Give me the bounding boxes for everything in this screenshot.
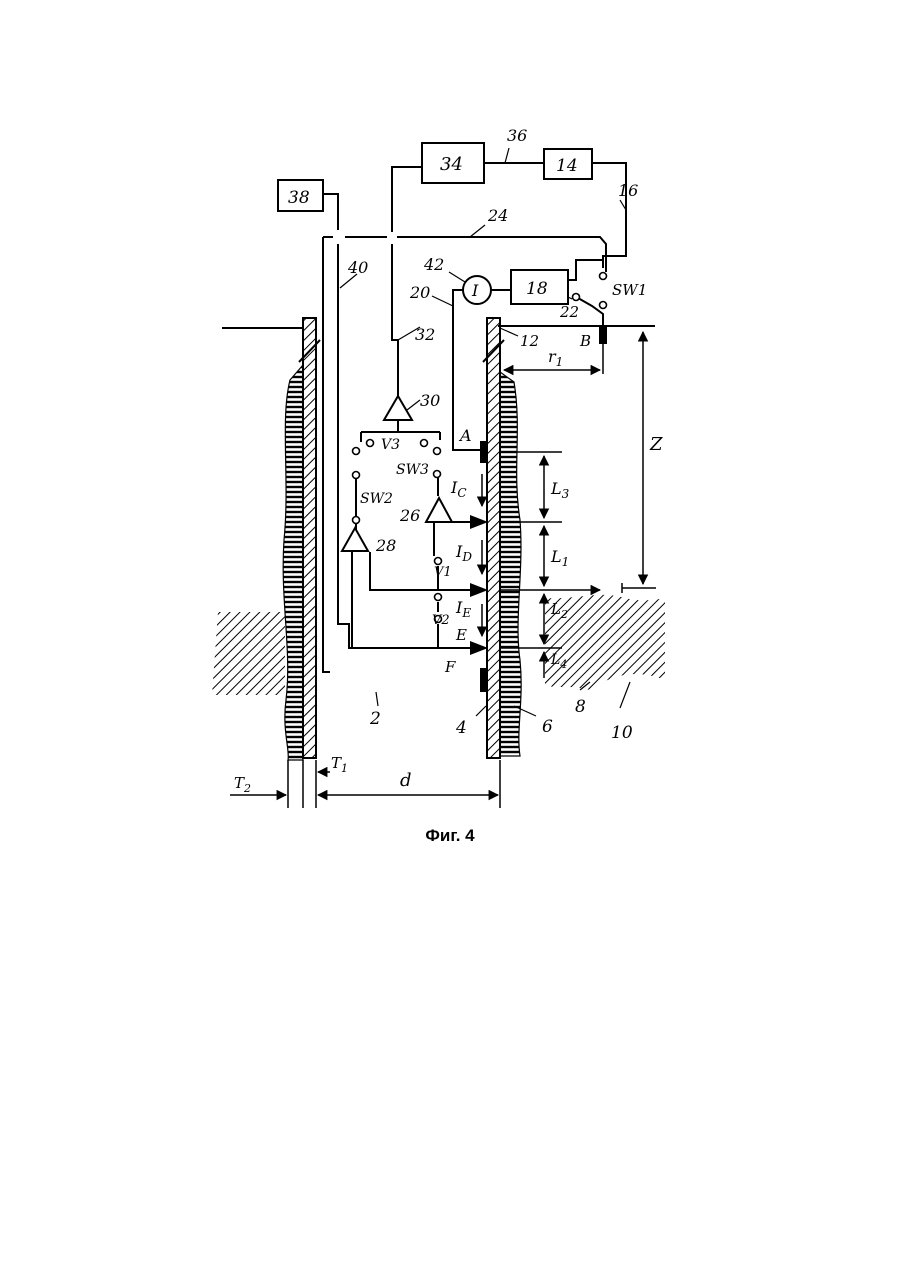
label-26: 26 — [399, 506, 420, 525]
current-meter: I — [463, 276, 491, 304]
label-ie: IE — [455, 598, 471, 620]
block-14-label: 14 — [556, 156, 578, 176]
label-6: 6 — [542, 717, 553, 737]
label-sw3: SW3 — [396, 462, 429, 478]
label-30: 30 — [420, 391, 440, 410]
label-v3: V3 — [381, 437, 400, 453]
current-meter-label: I — [471, 281, 479, 300]
wiring — [323, 163, 626, 672]
label-r1: r1 — [548, 347, 563, 369]
block-38-label: 38 — [288, 188, 310, 208]
label-l1: L1 — [550, 547, 569, 569]
block-38: 38 — [278, 180, 323, 211]
label-v2: V2 — [432, 613, 450, 628]
figure-caption: Фиг. 4 — [0, 826, 900, 846]
block-14: 14 — [544, 149, 592, 179]
label-z: Z — [649, 434, 663, 455]
ground-surface — [222, 326, 655, 328]
label-10: 10 — [611, 723, 633, 743]
label-a: A — [458, 426, 472, 445]
label-28: 28 — [375, 536, 396, 555]
label-8: 8 — [575, 697, 586, 717]
label-42: 42 — [423, 255, 444, 274]
label-16: 16 — [618, 181, 638, 200]
label-v1: V1 — [434, 565, 452, 580]
label-4: 4 — [455, 718, 467, 738]
casing — [299, 318, 504, 758]
block-34-label: 34 — [440, 154, 463, 175]
label-b: B — [579, 332, 591, 350]
label-f: F — [444, 658, 456, 676]
label-id: ID — [455, 542, 472, 564]
label-d: d — [400, 770, 412, 791]
label-24: 24 — [487, 206, 508, 225]
label-12: 12 — [520, 332, 539, 350]
label-e: E — [455, 626, 467, 644]
block-18-label: 18 — [526, 279, 548, 299]
label-t2: T2 — [234, 774, 251, 795]
label-ic: IC — [450, 478, 467, 500]
label-l3: L3 — [550, 479, 570, 501]
cement-sheath-right — [500, 372, 521, 756]
cement-sheath-left — [283, 365, 303, 760]
label-sw2: SW2 — [360, 491, 393, 507]
block-34: 34 — [422, 143, 484, 183]
label-32: 32 — [415, 325, 435, 344]
label-40: 40 — [347, 258, 368, 277]
label-22: 22 — [559, 303, 579, 321]
label-t1: T1 — [331, 754, 348, 775]
label-sw1: SW1 — [612, 281, 647, 299]
block-18: 18 — [511, 270, 568, 304]
label-36: 36 — [507, 126, 527, 145]
label-2: 2 — [369, 709, 381, 729]
label-20: 20 — [409, 283, 430, 302]
